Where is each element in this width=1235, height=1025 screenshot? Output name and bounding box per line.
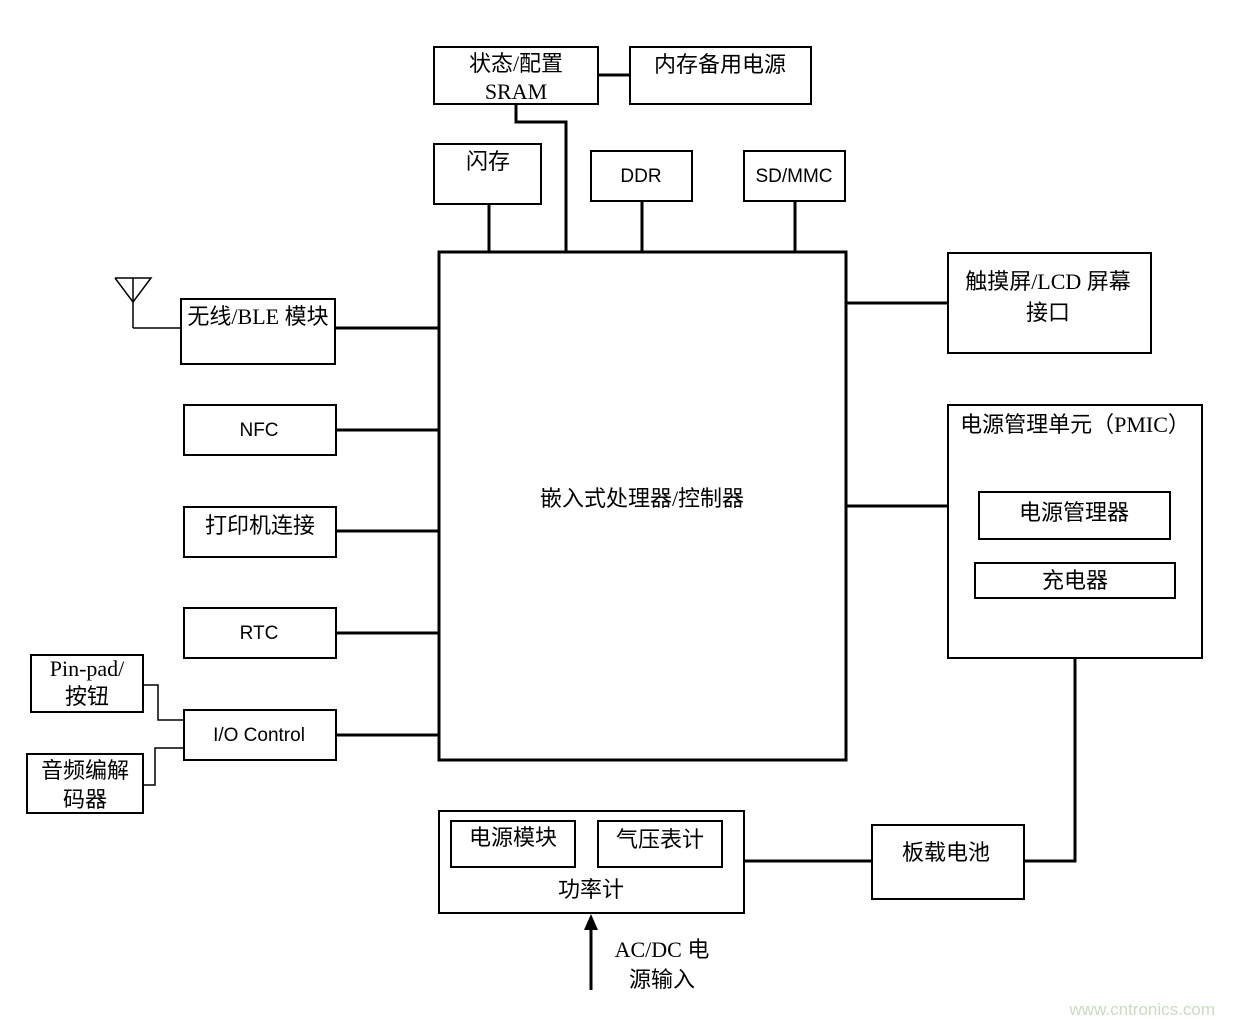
charger-label: 充电器	[1042, 568, 1108, 593]
watermark: www.cntronics.com	[1069, 1000, 1215, 1019]
battery-label: 板载电池	[902, 840, 990, 865]
battery-block: 板载电池	[871, 824, 1025, 900]
acdc-input-label: AC/DC 电 源输入	[615, 937, 710, 992]
power-meter-label: 功率计	[558, 877, 624, 902]
sdmmc-block: SD/MMC	[743, 150, 846, 202]
pmic-label: 电源管理单元（PMIC）	[960, 412, 1190, 437]
acdc-input-label-1: AC/DC 电	[615, 937, 710, 962]
rtc-label: RTC	[240, 623, 279, 644]
backup-power-label: 内存备用电源	[654, 52, 786, 77]
wireless-block: 无线/BLE 模块	[180, 298, 336, 365]
backup-power-block: 内存备用电源	[629, 46, 812, 105]
barometer-label: 气压表计	[616, 827, 704, 852]
status-sram-block: 状态/配置 SRAM	[433, 46, 599, 105]
power-module-label: 电源模块	[469, 825, 557, 850]
audio-codec-label-2: 码器	[63, 787, 107, 812]
processor-block: 嵌入式处理器/控制器	[437, 250, 848, 762]
power-manager-label: 电源管理器	[1019, 500, 1129, 525]
wireless-label: 无线/BLE 模块	[187, 304, 328, 329]
io-control-block: I/O Control	[183, 709, 337, 761]
ddr-label: DDR	[620, 166, 661, 187]
audio-codec-block: 音频编解 码器	[26, 753, 144, 814]
antenna-icon	[114, 277, 181, 329]
acdc-input-label-2: 源输入	[629, 967, 695, 992]
processor-label: 嵌入式处理器/控制器	[540, 486, 744, 511]
touchscreen-block: 触摸屏/LCD 屏幕 接口	[947, 252, 1152, 354]
pinpad-block: Pin-pad/ 按钮	[30, 654, 144, 713]
connectors	[143, 73, 1077, 990]
power-meter-block: 电源模块 气压表计 功率计	[438, 810, 745, 914]
printer-label: 打印机连接	[205, 513, 315, 538]
nfc-label: NFC	[239, 420, 278, 441]
printer-block: 打印机连接	[183, 506, 337, 558]
ddr-block: DDR	[590, 150, 693, 202]
pmic-block: 电源管理单元（PMIC） 电源管理器 充电器	[947, 404, 1203, 659]
rtc-block: RTC	[183, 607, 337, 659]
touchscreen-label-2: 接口	[1026, 300, 1070, 325]
flash-block: 闪存	[433, 143, 542, 205]
flash-label: 闪存	[466, 149, 510, 174]
status-sram-label-2: SRAM	[485, 79, 547, 104]
touchscreen-label-1: 触摸屏/LCD 屏幕	[965, 269, 1131, 294]
sdmmc-label: SD/MMC	[755, 166, 832, 187]
audio-codec-label-1: 音频编解	[41, 758, 129, 783]
pinpad-label-1: Pin-pad/	[50, 656, 125, 681]
io-control-label: I/O Control	[213, 725, 305, 746]
nfc-block: NFC	[183, 404, 337, 456]
status-sram-label-1: 状态/配置	[469, 51, 563, 76]
pinpad-label-2: 按钮	[65, 684, 109, 709]
